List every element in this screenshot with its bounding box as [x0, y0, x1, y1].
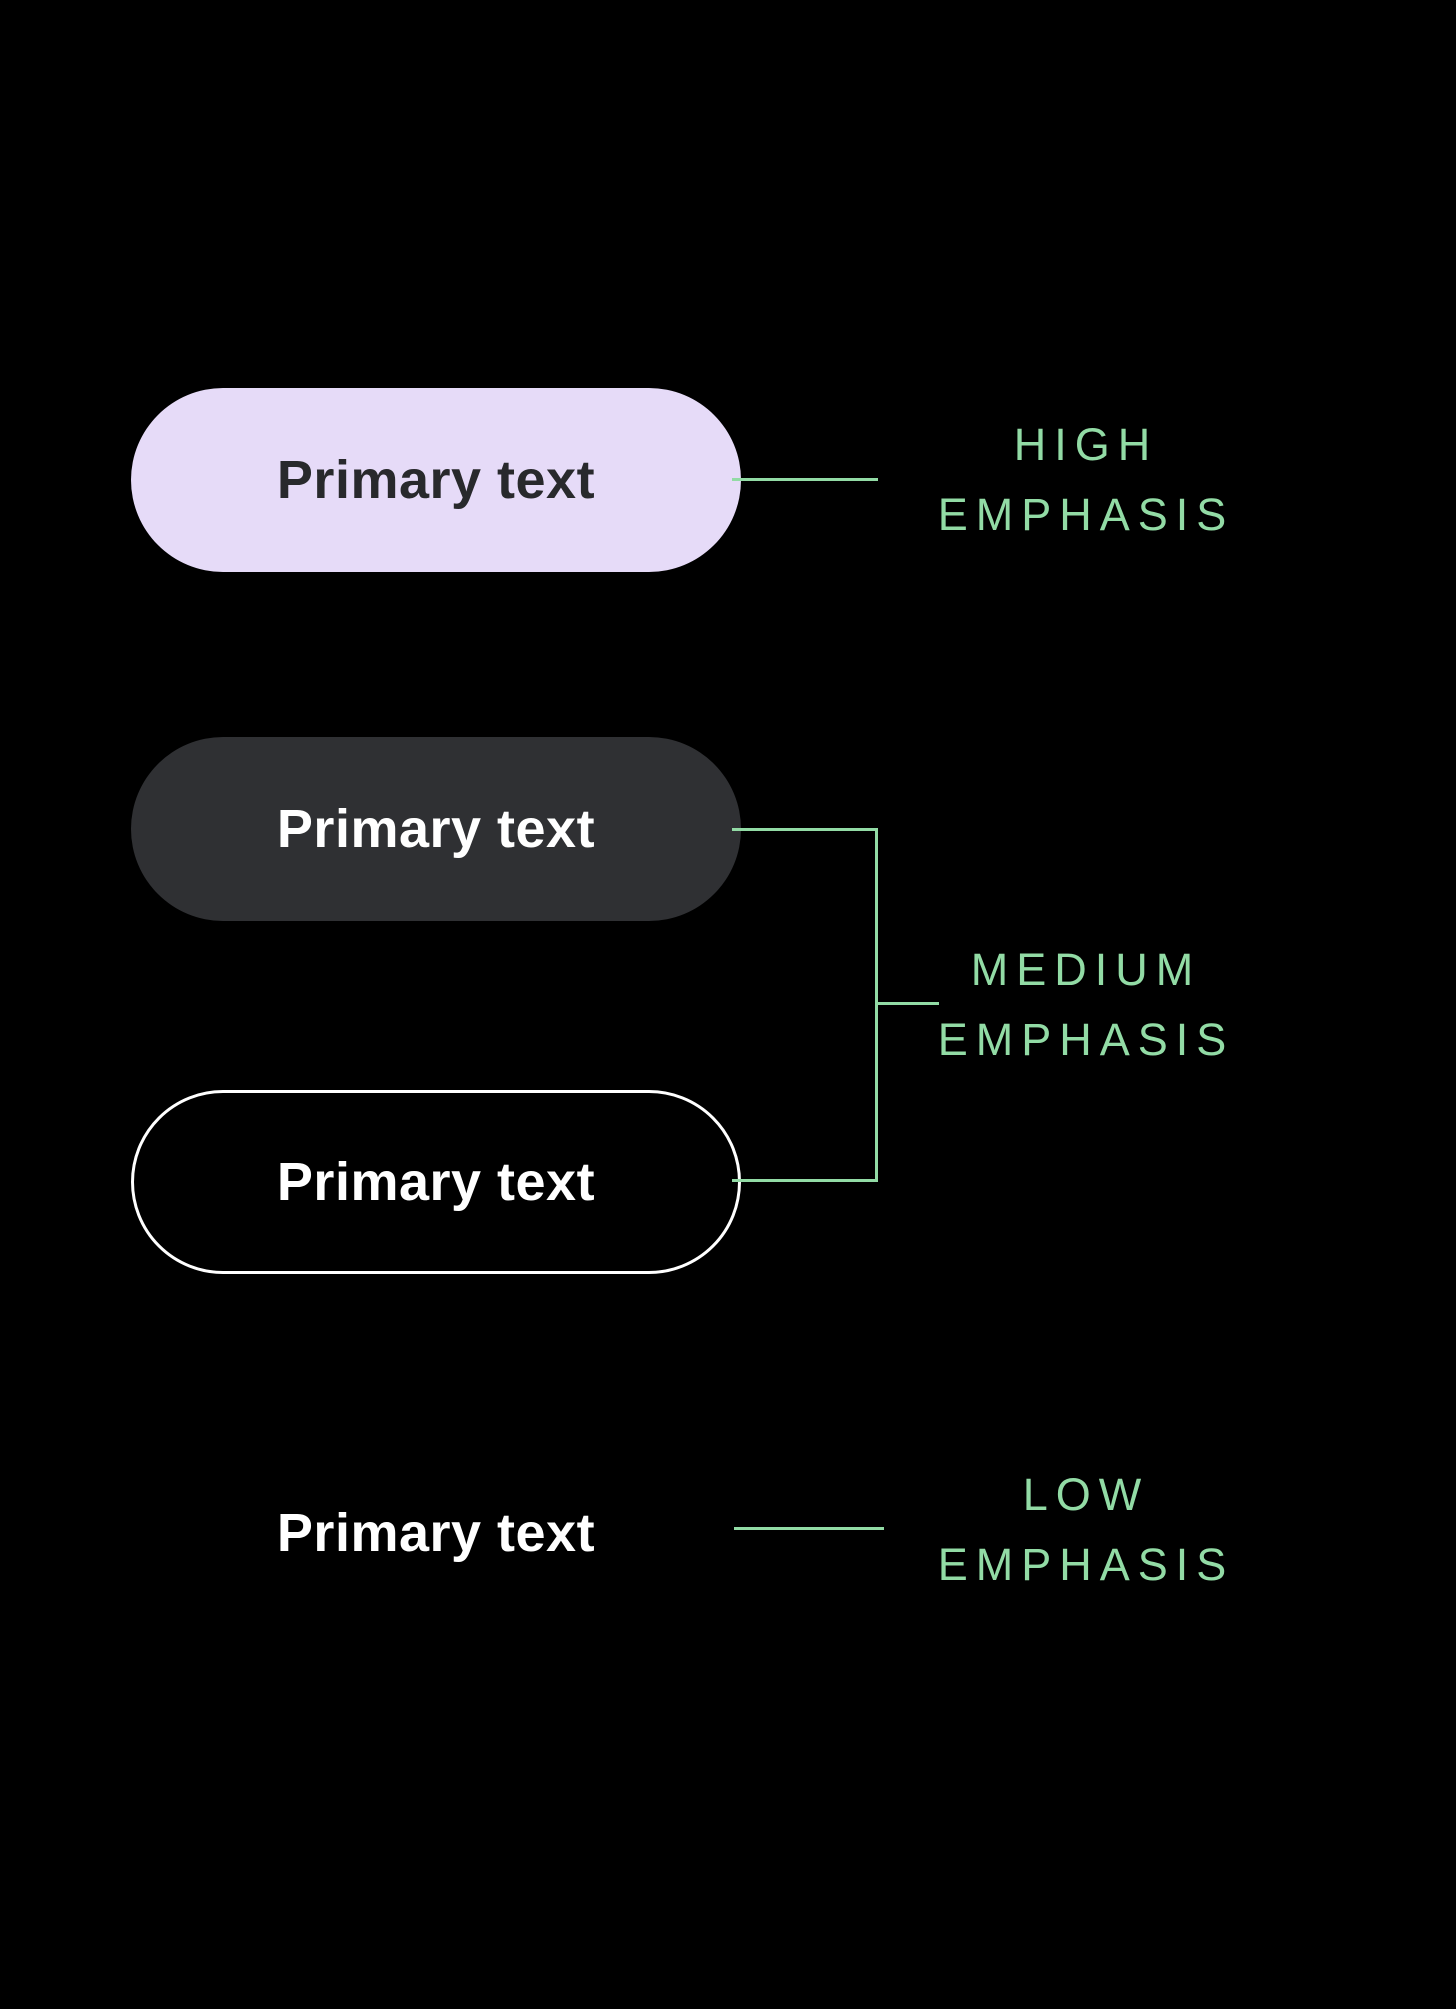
- filled-button-label: Primary text: [276, 450, 596, 510]
- annotation-high-emphasis: HIGH EMPHASIS: [836, 410, 1336, 550]
- connector-line-high: [732, 478, 878, 481]
- tonal-button-label: Primary text: [276, 799, 596, 859]
- annotation-line: EMPHASIS: [937, 489, 1235, 540]
- connector-bracket-medium-stub: [875, 1002, 939, 1005]
- annotation-line: HIGH: [1013, 419, 1159, 470]
- annotation-line: EMPHASIS: [937, 1014, 1235, 1065]
- connector-bracket-medium-top: [732, 828, 878, 831]
- annotation-line: LOW: [1022, 1469, 1150, 1520]
- annotation-medium-emphasis: MEDIUM EMPHASIS: [836, 935, 1336, 1075]
- annotation-line: MEDIUM: [970, 944, 1202, 995]
- outlined-button-medium-emphasis[interactable]: Primary text: [131, 1090, 741, 1274]
- annotation-line: EMPHASIS: [937, 1539, 1235, 1590]
- filled-button-high-emphasis[interactable]: Primary text: [131, 388, 741, 572]
- connector-bracket-medium-vertical: [875, 828, 878, 1182]
- outlined-button-label: Primary text: [276, 1152, 596, 1212]
- text-button-label: Primary text: [276, 1503, 596, 1563]
- text-button-low-emphasis[interactable]: Primary text: [131, 1441, 741, 1625]
- connector-line-low: [734, 1527, 884, 1530]
- annotation-low-emphasis: LOW EMPHASIS: [836, 1460, 1336, 1600]
- connector-bracket-medium-bottom: [732, 1179, 878, 1182]
- tonal-button-medium-emphasis[interactable]: Primary text: [131, 737, 741, 921]
